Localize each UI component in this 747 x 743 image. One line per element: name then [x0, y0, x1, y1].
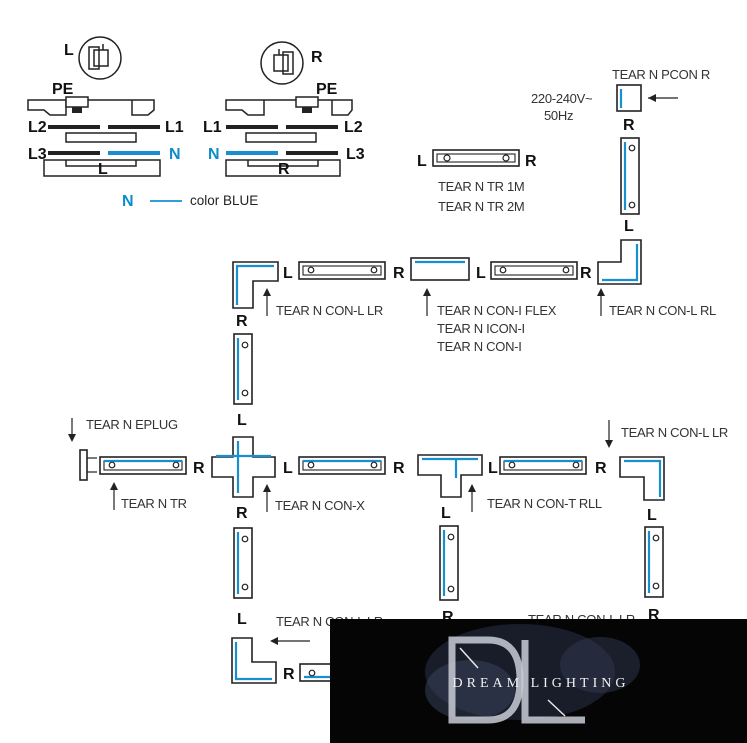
label-con-l-lr-row1: TEAR N CON-L LR: [276, 303, 383, 318]
row2-r-label-1: R: [193, 460, 205, 477]
right-phase-label: R: [311, 49, 323, 66]
sample-track-left-label: L: [417, 153, 427, 170]
corner-tl: [232, 261, 279, 309]
label-tr: TEAR N TR: [121, 496, 187, 511]
drop-left-2: R L: [233, 505, 253, 628]
dl-monogram-logo: [448, 636, 585, 724]
label-con-l-lr-row2: TEAR N CON-L LR: [621, 425, 728, 440]
sample-track-label-2m: TEAR N TR 2M: [438, 199, 524, 214]
left-bottom-label: L: [98, 161, 108, 178]
watermark-brand: DREAM LIGHTING: [453, 676, 630, 691]
row2: TEAR N EPLUG R TEAR N TR TEAR N CON-X L …: [68, 417, 728, 513]
left-drop-1-l-label: L: [237, 412, 247, 429]
legend-n-symbol: N: [122, 193, 134, 210]
right-n-label: N: [208, 146, 220, 163]
sample-track-right-label: R: [525, 153, 537, 170]
label-flex-1: TEAR N CON-I FLEX: [437, 303, 557, 318]
right-phase-circle-icon: [260, 41, 304, 85]
label-con-l-rl: TEAR N CON-L RL: [609, 303, 716, 318]
legend-text: color BLUE: [190, 193, 258, 208]
row1-r-label-1: R: [393, 265, 405, 282]
sample-track-label-1m: TEAR N TR 1M: [438, 179, 524, 194]
left-drop-1: R L: [233, 313, 253, 429]
left-drop-1-r-label: R: [236, 313, 248, 330]
power-voltage: 220-240V~: [531, 91, 593, 106]
power-frequency: 50Hz: [544, 108, 573, 123]
left-l2-label: L2: [28, 119, 47, 136]
left-housing-top: [27, 99, 155, 116]
left-wiring-schematic: L PE L2 L1 L3 N L: [27, 36, 184, 178]
left-housing-bottom: [43, 159, 161, 177]
power-connector-label: TEAR N PCON R: [612, 67, 710, 82]
row1-r-label-2: R: [580, 265, 592, 282]
row2-l-label-1: L: [283, 460, 293, 477]
right-l2-label: L2: [344, 119, 363, 136]
row1-l-label-2: L: [476, 265, 486, 282]
right-l1-label: L1: [203, 119, 222, 136]
right-housing-bottom: [225, 159, 341, 177]
label-flex-2: TEAR N ICON-I: [437, 321, 525, 336]
flex-connector: [410, 257, 470, 281]
power-r-label: R: [623, 117, 635, 134]
row1: L R L R TEAR N CON-L LR TEAR N CON-I FLE…: [232, 239, 716, 354]
drop-left-2-r-label: R: [236, 505, 248, 522]
power-connector-group: TEAR N PCON R 220-240V~ 50Hz R L: [531, 67, 710, 235]
sample-straight-track: L R TEAR N TR 1M TEAR N TR 2M: [417, 149, 537, 214]
corner-row2-right: [619, 456, 665, 501]
drop-middle: L R: [439, 505, 459, 626]
drop-middle-l-label: L: [441, 505, 451, 522]
left-pe-label: PE: [52, 81, 74, 98]
power-drop-l-label: L: [624, 218, 634, 235]
drop-right: L R: [644, 507, 664, 624]
row3-r-label: R: [283, 666, 295, 683]
corner-tr: [597, 239, 642, 285]
t-connector: [417, 454, 483, 498]
right-wiring-schematic: R PE L1 L2 N L3 R: [203, 41, 365, 178]
label-flex-3: TEAR N CON-I: [437, 339, 522, 354]
drop-right-l-label: L: [647, 507, 657, 524]
left-phase-label: L: [64, 42, 74, 59]
left-phase-circle-icon: [78, 36, 122, 80]
eplug-body: [79, 449, 88, 481]
right-bottom-label: R: [278, 161, 290, 178]
right-l3-label: L3: [346, 146, 365, 163]
n-color-legend: N color BLUE: [122, 193, 258, 210]
dream-lighting-watermark: DREAM LIGHTING: [330, 619, 747, 743]
right-pe-label: PE: [316, 81, 338, 98]
label-eplug: TEAR N EPLUG: [86, 417, 178, 432]
row2-l-label-2: L: [488, 460, 498, 477]
label-con-x: TEAR N CON-X: [275, 498, 365, 513]
left-n-label: N: [169, 146, 181, 163]
corner-row3-left: [231, 637, 277, 684]
row2-r-label-3: R: [595, 460, 607, 477]
left-l3-label: L3: [28, 146, 47, 163]
corner-tl-l-label: L: [283, 265, 293, 282]
drop-left-2-l-label: L: [237, 611, 247, 628]
right-housing-top: [225, 99, 353, 116]
label-con-t: TEAR N CON-T RLL: [487, 496, 602, 511]
left-l1-label: L1: [165, 119, 184, 136]
row2-r-label-2: R: [393, 460, 405, 477]
